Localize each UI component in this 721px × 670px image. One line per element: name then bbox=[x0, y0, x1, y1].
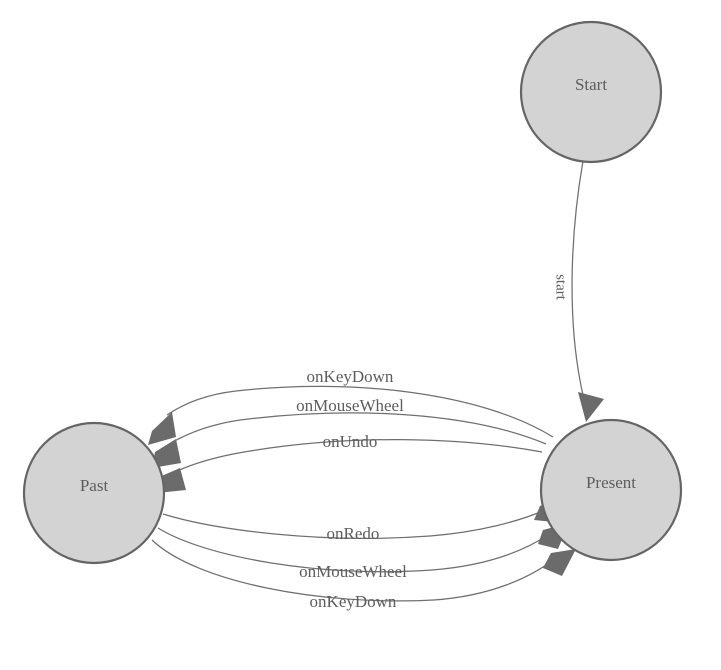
node-present-circle bbox=[539, 418, 683, 562]
edge-past-to-present-onmousewheel-label: onMouseWheel bbox=[299, 562, 407, 581]
edge-past-to-present-onkeydown[interactable]: onKeyDown bbox=[151, 539, 576, 611]
edge-start-to-present-arrowhead bbox=[578, 392, 604, 422]
edge-present-to-past-onmousewheel[interactable]: onMouseWheel bbox=[152, 396, 547, 468]
node-present-label: Present bbox=[586, 473, 636, 492]
edge-present-to-past-onundo-label: onUndo bbox=[323, 432, 378, 451]
edge-present-to-past-onkeydown-arrowhead bbox=[148, 412, 176, 445]
edge-past-to-present-onkeydown-arrowhead bbox=[543, 549, 576, 576]
edge-present-to-past-onmousewheel-path bbox=[170, 412, 547, 445]
node-start[interactable]: Start bbox=[519, 20, 663, 164]
edge-present-to-past-onundo-path bbox=[174, 439, 543, 473]
edge-present-to-past-onundo[interactable]: onUndo bbox=[157, 432, 543, 493]
edge-past-to-present-onredo-label: onRedo bbox=[327, 524, 380, 543]
edge-past-to-present-onredo-path bbox=[162, 509, 546, 539]
edge-present-to-past-onmousewheel-label: onMouseWheel bbox=[296, 396, 404, 415]
edge-present-to-past-onkeydown[interactable]: onKeyDown bbox=[148, 367, 554, 445]
edge-past-to-present-onmousewheel[interactable]: onMouseWheel bbox=[157, 523, 569, 581]
edge-past-to-present-onredo[interactable]: onRedo bbox=[162, 497, 566, 543]
node-start-label: Start bbox=[575, 75, 607, 94]
node-past-label: Past bbox=[80, 476, 109, 495]
edge-past-to-present-onkeydown-path bbox=[151, 539, 557, 602]
edge-past-to-present-onkeydown-label: onKeyDown bbox=[310, 592, 397, 611]
node-past-circle bbox=[22, 421, 166, 565]
edge-start-to-present-label: start bbox=[553, 274, 569, 301]
edge-start-to-present-path bbox=[571, 160, 584, 396]
node-past[interactable]: Past bbox=[22, 421, 166, 565]
edge-present-to-past-onkeydown-label: onKeyDown bbox=[307, 367, 394, 386]
edge-past-to-present-onmousewheel-path bbox=[157, 527, 549, 573]
node-present[interactable]: Present bbox=[539, 418, 683, 562]
edge-present-to-past-onmousewheel-arrowhead bbox=[152, 439, 181, 468]
node-start-circle bbox=[519, 20, 663, 164]
edge-present-to-past-onkeydown-path bbox=[166, 385, 554, 438]
edge-start-to-present[interactable]: start bbox=[553, 160, 604, 422]
